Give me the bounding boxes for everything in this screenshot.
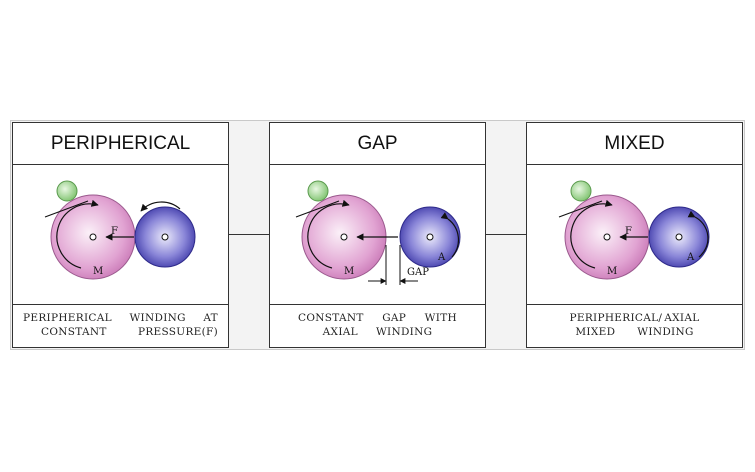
panel-title: PERIPHERICAL — [13, 123, 228, 165]
web-line-icon — [558, 200, 603, 218]
motor-label: M — [607, 266, 617, 277]
caption-word: GAP — [382, 312, 407, 324]
gap-label: GAP — [407, 267, 429, 278]
caption-line: PERIPHERICAL/ AXIAL — [537, 311, 732, 325]
main-roll-axis — [340, 233, 348, 241]
winding-diagram: F M A — [527, 165, 742, 305]
rotation-arrow-icon — [307, 199, 350, 269]
panel-mixed: MIXED — [526, 122, 743, 348]
main-roll-axis — [89, 233, 97, 241]
main-roll-axis — [603, 233, 611, 241]
blue-roll-axis — [426, 233, 434, 241]
force-label: F — [625, 226, 632, 237]
small-roll — [307, 180, 329, 202]
axial-label: A — [686, 252, 695, 263]
caption-line: CONSTANT PRESSURE(F) — [23, 325, 218, 339]
motor-label: M — [93, 266, 103, 277]
motor-label: M — [344, 266, 354, 277]
axial-rotation-arrow-icon — [687, 210, 709, 258]
winding-diagram: F M — [13, 165, 228, 305]
caption-word: CONSTANT — [41, 326, 107, 338]
small-roll — [570, 180, 592, 202]
panel-caption: CONSTANT GAP WITH AXIAL WINDING — [270, 305, 485, 346]
caption-word: AT — [203, 312, 218, 324]
axial-label: A — [437, 252, 446, 263]
caption-word: WINDING — [637, 326, 694, 338]
winding-diagram: M A GAP — [270, 165, 485, 305]
caption-word: AXIAL — [322, 326, 358, 338]
force-label: F — [111, 226, 118, 237]
caption-word: AXIAL — [664, 312, 700, 324]
caption-line: AXIAL WINDING — [280, 325, 475, 339]
blue-rotation-arrow-icon — [140, 201, 181, 212]
winding-diagram-svg: M A GAP — [295, 180, 461, 285]
blue-roll-axis — [161, 233, 169, 241]
connector-line-right — [484, 234, 527, 235]
rotation-arrow-icon — [570, 199, 613, 269]
winding-diagram-svg: F M A — [558, 180, 710, 280]
caption-word: WINDING — [375, 326, 433, 338]
panel-gap: GAP — [269, 122, 486, 348]
rotation-arrow-icon — [56, 199, 99, 269]
panel-caption: PERIPHERICAL/ AXIAL MIXED WINDING — [527, 305, 742, 346]
web-line-icon — [295, 200, 340, 218]
caption-word: WITH — [424, 312, 457, 324]
caption-line: CONSTANT GAP WITH — [280, 311, 475, 325]
panel-title: MIXED — [527, 123, 742, 165]
panel-peripherical: PERIPHERICAL — [12, 122, 229, 348]
caption-word: PERIPHERICAL/ — [569, 312, 663, 324]
small-roll — [56, 180, 78, 202]
axial-rotation-arrow-icon — [440, 212, 460, 258]
panel-caption: PERIPHERICAL WINDING AT CONSTANT PRESSUR… — [13, 305, 228, 346]
caption-word: PERIPHERICAL — [23, 312, 112, 324]
blue-roll-axis — [675, 233, 683, 241]
web-line-icon — [44, 200, 89, 218]
winding-diagram-svg: F M — [44, 180, 196, 280]
caption-word: MIXED — [575, 326, 616, 338]
connector-line-left — [227, 234, 270, 235]
caption-word: WINDING — [129, 312, 186, 324]
caption-line: PERIPHERICAL WINDING AT — [23, 311, 218, 325]
panel-title: GAP — [270, 123, 485, 165]
caption-line: MIXED WINDING — [537, 325, 732, 339]
caption-word: CONSTANT — [298, 312, 364, 324]
caption-word: PRESSURE(F) — [137, 326, 218, 338]
